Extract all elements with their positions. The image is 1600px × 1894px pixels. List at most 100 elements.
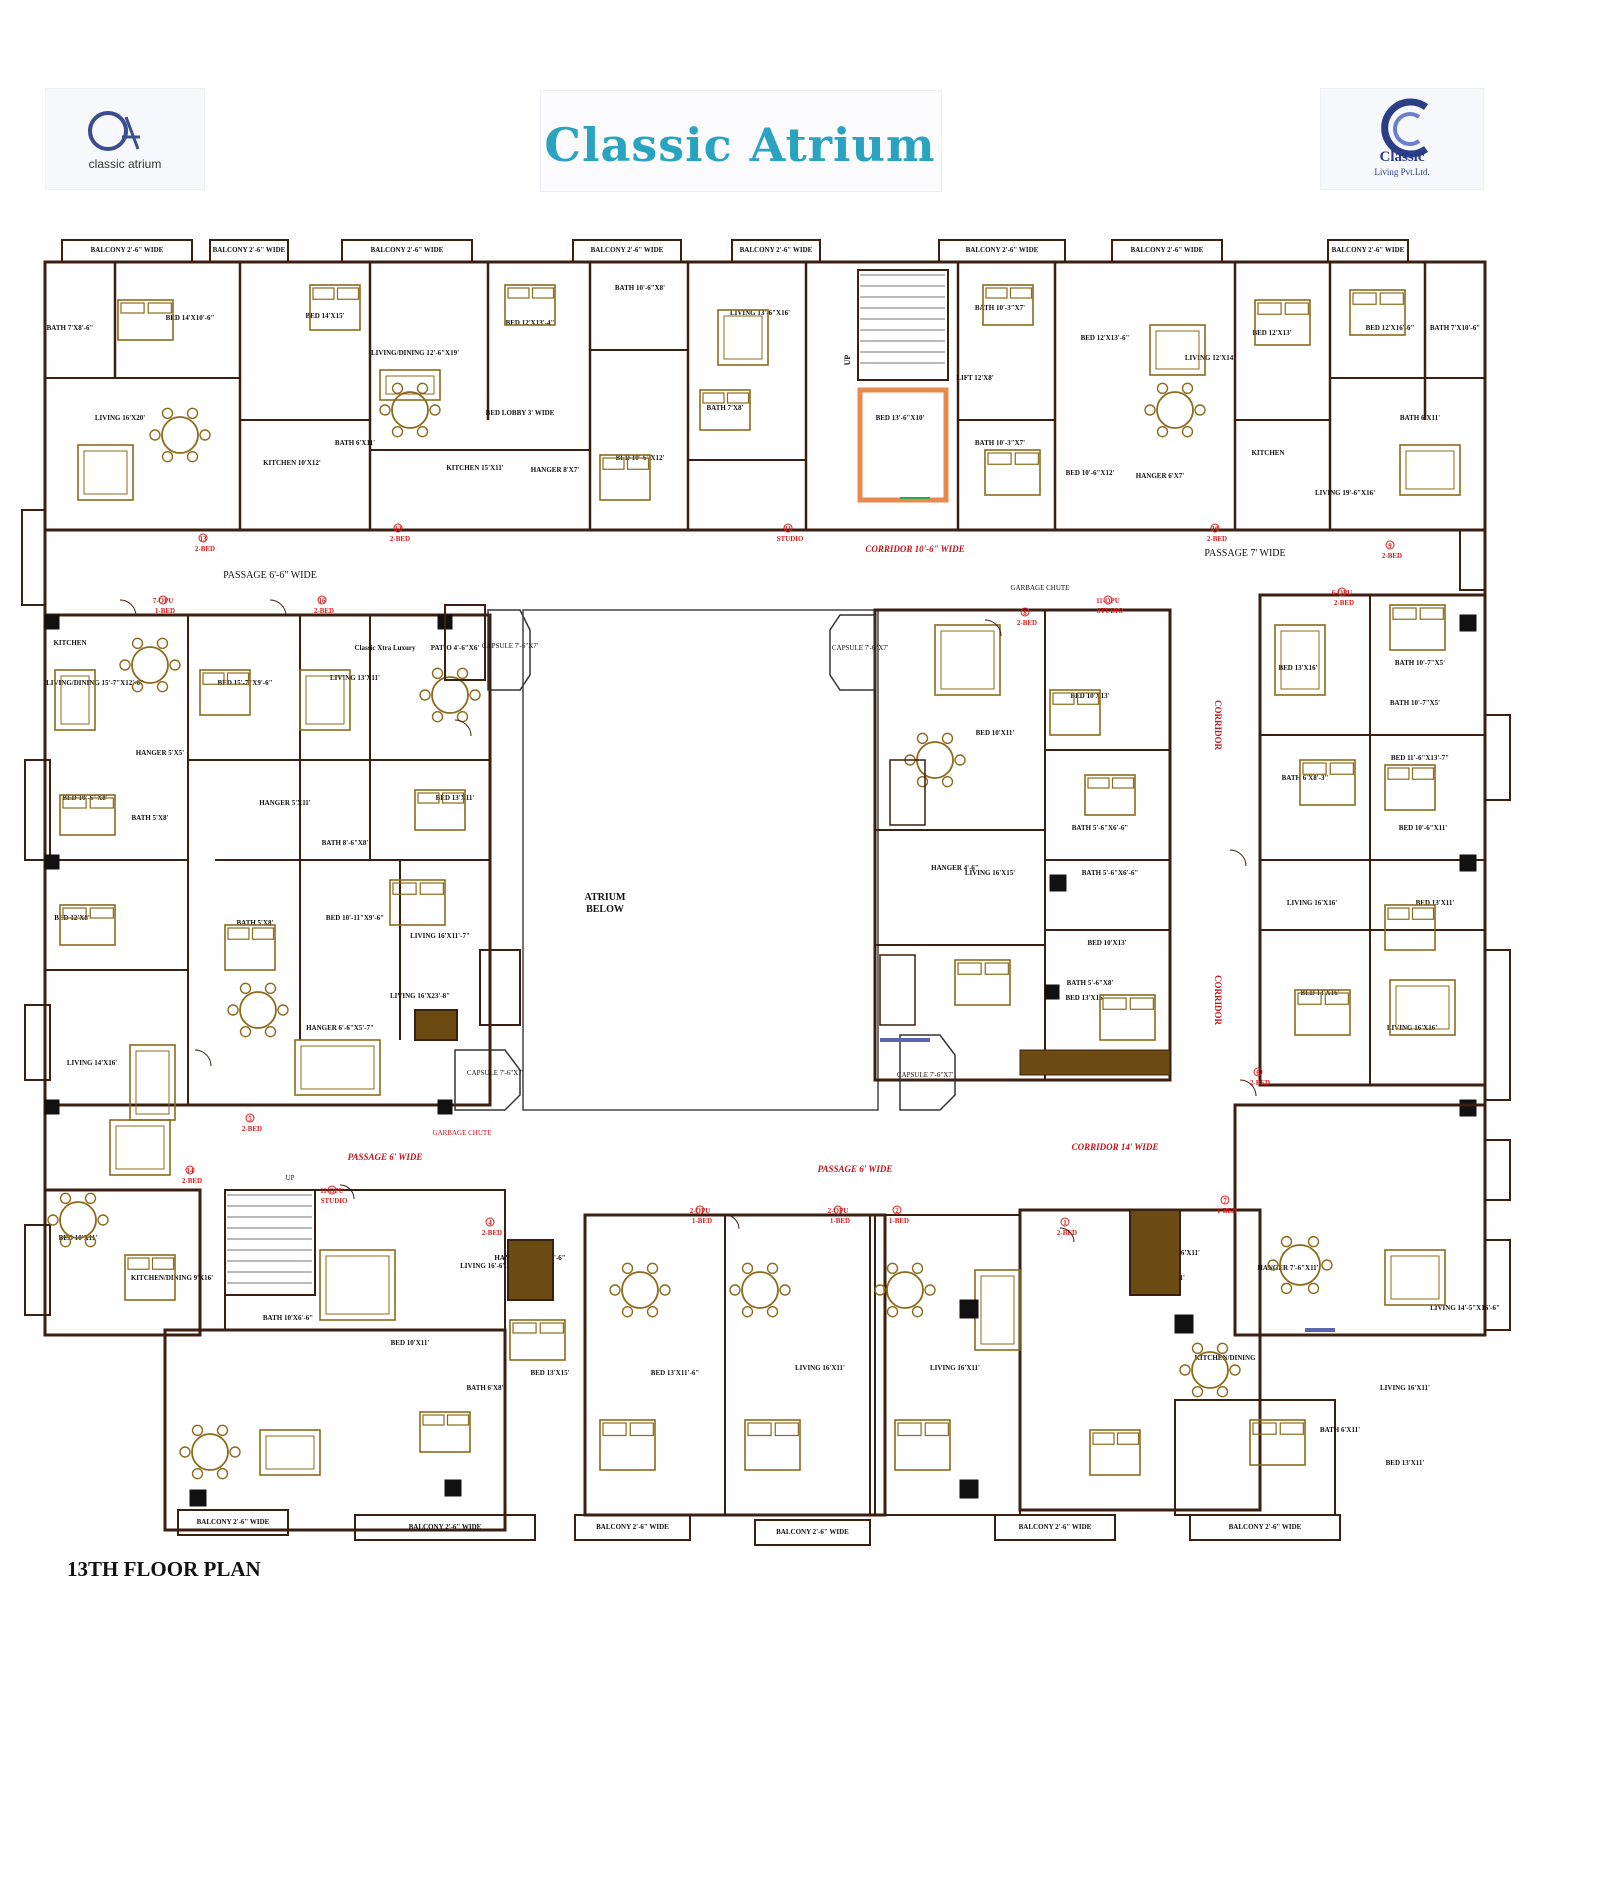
pillow xyxy=(1411,767,1435,780)
room-label: KITCHEN 15'X11' xyxy=(446,464,503,472)
right-logo-text: Classic xyxy=(1379,149,1425,165)
unit-type: 1-BED xyxy=(1217,1207,1237,1215)
column xyxy=(1459,1099,1477,1117)
pillow xyxy=(227,927,250,940)
dining-chair xyxy=(886,1262,899,1275)
room-label: LIVING 16'X16' xyxy=(1287,899,1337,907)
balcony xyxy=(1484,714,1511,801)
pillow xyxy=(62,907,87,919)
dining-chair xyxy=(1181,382,1194,395)
balcony-label: BALCONY 2'-6" WIDE xyxy=(91,246,164,254)
bed xyxy=(1099,994,1156,1041)
unit-marker xyxy=(1210,523,1220,533)
unit-number: 1 xyxy=(1063,1219,1067,1227)
pillow xyxy=(1387,907,1410,920)
pillow xyxy=(422,1414,445,1426)
left-logo-text: classic atrium xyxy=(88,157,162,171)
dining-chair xyxy=(239,982,252,995)
column xyxy=(959,1299,979,1319)
unit-type: 1-BED xyxy=(155,607,175,615)
dining-table xyxy=(239,991,277,1029)
balcony xyxy=(889,759,926,826)
pillow xyxy=(924,1422,949,1437)
room-label: HANGER 5'X5' xyxy=(136,749,184,757)
corridor-label: CORRIDOR xyxy=(1213,700,1223,751)
pillow xyxy=(507,287,530,299)
balcony xyxy=(1484,1239,1511,1331)
balcony xyxy=(21,509,46,606)
column xyxy=(1174,1314,1194,1334)
room-label: BATH 7'X10'-6" xyxy=(1430,324,1480,332)
hanger xyxy=(1129,1209,1181,1296)
dining-chair xyxy=(1191,1385,1204,1398)
room-label: LIVING 16'X11' xyxy=(1380,1384,1430,1392)
dining-table xyxy=(191,1433,229,1471)
balcony xyxy=(24,1224,51,1316)
balcony-label: BALCONY 2'-6" WIDE xyxy=(1019,1523,1092,1531)
unit-marker xyxy=(1337,587,1347,597)
dining-table xyxy=(59,1201,97,1239)
dining-chair xyxy=(1216,1385,1229,1398)
room-label: BED 11'-6"X13'-7" xyxy=(1391,754,1449,762)
dining-chair xyxy=(941,732,954,745)
column xyxy=(1044,984,1060,1000)
room-label: BED 13'-6"X10' xyxy=(876,414,925,422)
classic-living-c-icon xyxy=(1381,98,1429,158)
dining-chair xyxy=(97,1214,109,1226)
unit-type: 2-BED xyxy=(314,607,334,615)
balcony-label: BALCONY 2'-6" WIDE xyxy=(409,1523,482,1531)
balcony xyxy=(1327,239,1409,263)
dining-table xyxy=(741,1271,779,1309)
column xyxy=(189,1489,207,1507)
dining-chair xyxy=(779,1284,791,1296)
balcony-label: BALCONY 2'-6" WIDE xyxy=(591,246,664,254)
capsule-label: CAPSULE 7'-6"X7' xyxy=(467,1069,523,1077)
unit-type: 2-BED xyxy=(242,1125,262,1133)
dining-chair xyxy=(416,425,429,438)
room-label: BED 13'X16' xyxy=(1065,994,1104,1002)
bed xyxy=(1049,689,1101,736)
room-label: BED 10'X11' xyxy=(391,1339,430,1347)
room-label: KITCHEN/DINING xyxy=(1194,1354,1256,1362)
unit-marker xyxy=(695,1205,705,1215)
room-label: BATH 10'-3"X7' xyxy=(975,439,1025,447)
room-label: BATH 10'X6'-6" xyxy=(263,1314,313,1322)
room-label: BATH 8'-6"X8' xyxy=(322,839,369,847)
bed xyxy=(1294,989,1351,1036)
sofa-seat xyxy=(265,1435,315,1470)
balcony xyxy=(479,949,521,1026)
unit-type: 2-BED xyxy=(1207,535,1227,543)
sofa-seat xyxy=(1390,1255,1440,1300)
sofa xyxy=(1149,324,1206,376)
room-label: BATH 6'X8' xyxy=(466,1384,503,1392)
pillow xyxy=(726,392,750,404)
capsule-label: CAPSULE 7'-6"X7' xyxy=(482,642,538,650)
up-label: UP xyxy=(286,1174,295,1182)
room-label: HANGER 4'-6" xyxy=(931,864,979,872)
room-label: BED 13'X11' xyxy=(1386,1459,1425,1467)
dining-chair xyxy=(277,1004,289,1016)
balcony xyxy=(341,239,473,263)
pillow xyxy=(539,1322,564,1334)
pillow xyxy=(89,907,114,919)
dining-chair xyxy=(916,732,929,745)
balcony-label: BALCONY 2'-6" WIDE xyxy=(371,246,444,254)
pillow xyxy=(512,1322,537,1334)
room-label: HANGER 8'X7' xyxy=(531,466,579,474)
unit-marker xyxy=(833,1205,843,1215)
bed xyxy=(504,284,556,326)
unit-number: 12 xyxy=(395,525,403,533)
dining-table xyxy=(1191,1351,1229,1389)
dining-chair xyxy=(1144,404,1156,416)
dining-chair xyxy=(621,1262,634,1275)
bottom-left-lower xyxy=(163,1328,507,1532)
room-label: BED 12'X13' xyxy=(1252,329,1291,337)
room-label: BED 12'X13'-4" xyxy=(506,319,555,327)
room-label: BED LOBBY 3' WIDE xyxy=(486,409,555,417)
pillow xyxy=(226,672,250,685)
room-label: BED 10'-6"X8' xyxy=(62,794,107,802)
pillow xyxy=(120,302,145,314)
room-label: BED 13'X16' xyxy=(1278,664,1317,672)
pillow xyxy=(1092,1432,1115,1445)
